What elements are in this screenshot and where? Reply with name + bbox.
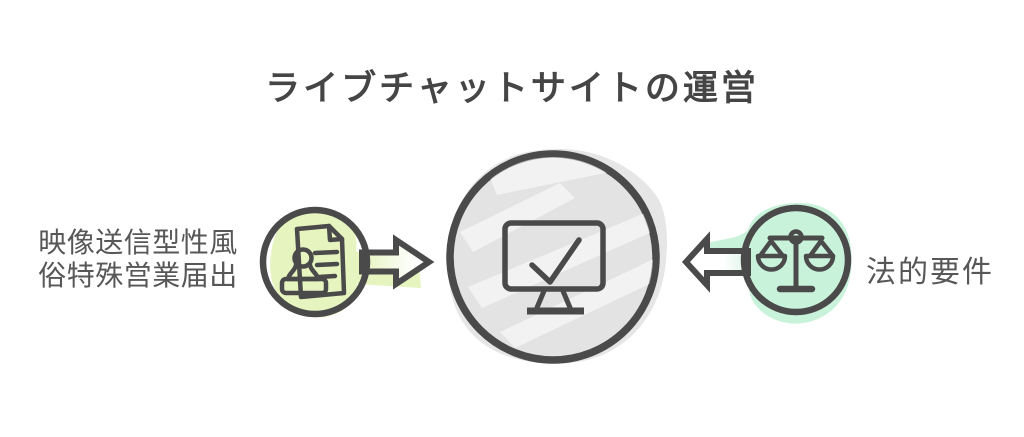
arrow-right-to-center-icon bbox=[681, 231, 751, 293]
scales-icon bbox=[755, 229, 836, 293]
right-circle bbox=[740, 204, 852, 316]
monitor-check-icon bbox=[502, 220, 606, 315]
page-title: ライブチャットサイトの運営 bbox=[265, 69, 759, 108]
left-item-label-line1: 映像送信型性風 bbox=[38, 227, 238, 258]
right-highlight-blob bbox=[695, 202, 852, 324]
left-circle bbox=[259, 206, 371, 318]
document-stamp-icon bbox=[279, 223, 347, 300]
center-circle bbox=[446, 150, 660, 364]
left-item-label-line2: 俗特殊営業届出 bbox=[38, 260, 238, 291]
left-highlight-blob bbox=[270, 210, 421, 318]
right-item-label: 法的要件 bbox=[866, 256, 994, 289]
center-circle-scribbles bbox=[460, 157, 653, 348]
left-item-label: 映像送信型性風 俗特殊営業届出 bbox=[28, 226, 248, 292]
